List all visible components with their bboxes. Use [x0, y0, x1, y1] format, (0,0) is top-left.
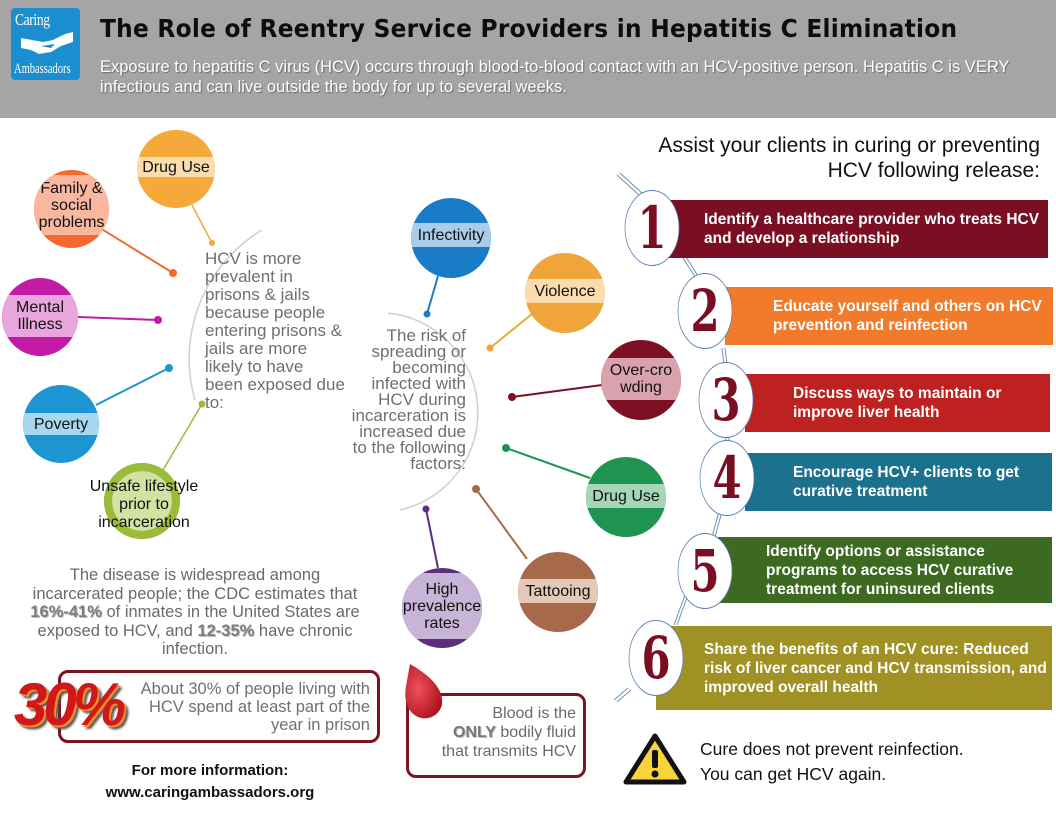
factor-family-social: Family & social problems [34, 170, 109, 248]
factor-mental-illness: Mental Illness [2, 278, 78, 356]
step-3-bar: Discuss ways to maintain or improve live… [745, 374, 1050, 432]
step-6-text: Share the benefits of an HCV cure: Reduc… [704, 640, 1047, 696]
step-6-number: 6 [628, 620, 684, 696]
stats-text: The disease is widespread among incarcer… [32, 566, 358, 603]
blood-only: ONLY [452, 724, 496, 741]
factor-label: Mental Illness [2, 295, 78, 337]
more-info: For more information: www.caringambassad… [60, 760, 360, 804]
step-1-text: Identify a healthcare provider who treat… [704, 211, 1040, 247]
connector-dot [209, 240, 215, 246]
step-1-number: 1 [624, 190, 680, 266]
connector-family [99, 227, 174, 274]
thirty-percent-text: About 30% of people living with HCV spen… [140, 680, 370, 734]
blood-line3: that transmits HCV [441, 743, 576, 760]
risk-overcrowding: Over-crowding [601, 340, 681, 420]
blood-line1: Blood is the [492, 705, 576, 722]
page-title: The Role of Reentry Service Providers in… [100, 14, 958, 43]
factor-label: Infectivity [411, 223, 491, 247]
thirty-percent-box [58, 670, 380, 743]
step-4-bar: Encourage HCV+ clients to get curative t… [745, 453, 1052, 511]
connector-dot [472, 485, 480, 493]
factor-label: Violence [525, 279, 605, 303]
step-5-number: 5 [677, 533, 733, 609]
risk-tattooing: Tattooing [518, 552, 598, 632]
factor-poverty: Poverty [23, 385, 99, 463]
factor-label: Over-crowding [601, 358, 681, 400]
step-2-bar: Educate yourself and others on HCV preve… [725, 287, 1053, 345]
connector-high-prevalence [425, 508, 439, 569]
header-banner: Caring Ambassadors The Role of Reentry S… [0, 0, 1056, 118]
connector-drug-use-2 [505, 447, 591, 479]
blood-line2: bodily fluid [495, 724, 576, 741]
blood-drop-icon [405, 664, 443, 719]
connector-tattooing [475, 488, 528, 560]
step-5-bar: Identify options or assistance programs … [718, 537, 1052, 603]
warning-line1: Cure does not prevent reinfection. [700, 739, 964, 759]
factor-label: Tattooing [518, 579, 598, 603]
connector-dot [165, 364, 173, 372]
assist-title-line1: Assist your clients in curing or prevent… [658, 134, 1040, 157]
unsafe-lifestyle-label: Unsafe lifestyle prior to incarceration [89, 478, 199, 531]
connector-dot [422, 505, 430, 513]
factor-label: High prevalence rates [402, 573, 482, 639]
step-2-number: 2 [677, 273, 733, 349]
step-4-text: Encourage HCV+ clients to get curative t… [793, 464, 1020, 500]
blood-text: Blood is the ONLY bodily fluid that tran… [420, 704, 576, 761]
connector-poverty [95, 367, 170, 406]
assist-title: Assist your clients in curing or prevent… [658, 133, 1040, 183]
connector-dot [198, 400, 206, 408]
step-5-text: Identify options or assistance programs … [766, 542, 1014, 598]
more-info-label: For more information: [131, 762, 289, 779]
step-3-text: Discuss ways to maintain or improve live… [793, 385, 1002, 421]
stats-text: of inmates in the United States are expo… [37, 603, 360, 640]
factor-drug-use: Drug Use [137, 130, 215, 208]
risk-high-prevalence: High prevalence rates [402, 568, 482, 648]
warning-text: Cure does not prevent reinfection. You c… [700, 737, 964, 787]
page-subtitle: Exposure to hepatitis C virus (HCV) occu… [100, 58, 1010, 96]
step-4-number: 4 [699, 440, 755, 516]
risk-infectivity: Infectivity [411, 198, 491, 278]
chronic-range: 12-35% [197, 621, 255, 640]
risk-drug-use: Drug Use [586, 457, 666, 537]
risk-violence: Violence [525, 253, 605, 333]
logo-text-caring: Caring [15, 10, 50, 29]
blood-box [406, 693, 586, 778]
warning-line2: You can get HCV again. [700, 764, 887, 784]
warning-icon [623, 733, 687, 785]
connector-mental [77, 316, 159, 321]
connector-dot [154, 316, 162, 324]
connector-unsafe [162, 403, 203, 471]
step-1-bar: Identify a healthcare provider who treat… [656, 200, 1048, 258]
cdc-stats: The disease is widespread among incarcer… [30, 566, 360, 659]
hands-icon [21, 32, 73, 54]
factor-label: Poverty [23, 413, 99, 435]
step-6-bar: Share the benefits of an HCV cure: Reduc… [656, 626, 1052, 710]
factor-unsafe-lifestyle [104, 463, 180, 539]
prevalence-arc [188, 229, 263, 401]
connector-infectivity [426, 275, 439, 315]
factor-label: Drug Use [137, 157, 215, 177]
connector-violence [489, 313, 533, 349]
logo-text-ambassadors: Ambassadors [14, 61, 71, 77]
stats-text: have chronic infection. [161, 621, 353, 659]
caring-ambassadors-logo[interactable]: Caring Ambassadors [11, 8, 80, 80]
more-info-url[interactable]: www.caringambassadors.org [105, 784, 315, 801]
connector-dot [169, 269, 177, 277]
connector-dot [502, 444, 510, 452]
thirty-percent-figure: 30% [14, 671, 126, 738]
connector-overcrowding [511, 384, 603, 398]
factor-label: Drug Use [586, 484, 666, 508]
risk-arc [387, 312, 479, 511]
connector-dot [508, 393, 516, 401]
risk-description: The risk of spreading or becoming infect… [351, 326, 466, 473]
connector-drug-use [191, 204, 213, 244]
factor-label: Family & social problems [34, 175, 109, 235]
assist-title-line2: HCV following release: [827, 159, 1040, 182]
connector-dot [486, 344, 494, 352]
connector-dot [423, 310, 431, 318]
step-2-text: Educate yourself and others on HCV preve… [773, 298, 1042, 334]
step-3-number: 3 [698, 362, 754, 438]
prevalence-description: HCV is more prevalent in prisons & jails… [205, 249, 345, 412]
exposed-range: 16%-41% [30, 603, 102, 621]
